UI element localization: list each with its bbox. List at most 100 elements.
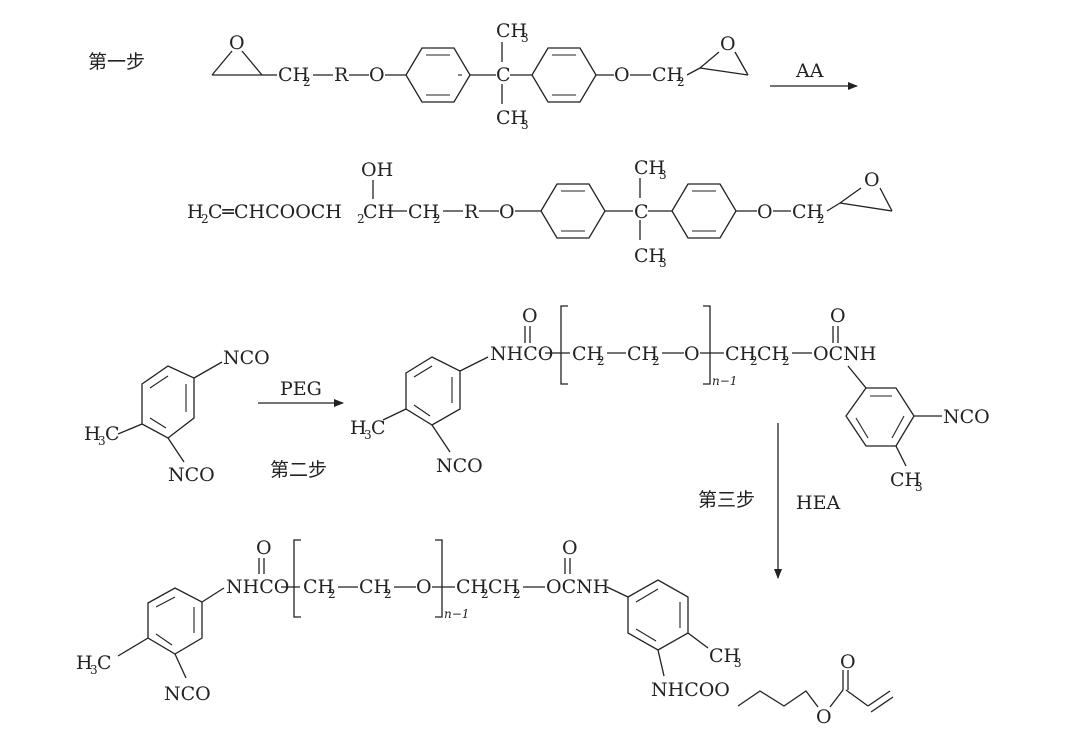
repeat-bracket-right xyxy=(703,305,711,385)
urethane-group: OCNH xyxy=(813,343,876,365)
acrylate-chain: C═CHCOOCH xyxy=(208,201,342,223)
repeat-count: n−1 xyxy=(712,374,737,388)
step2-label: 第二步 xyxy=(270,459,327,481)
svg-text:CH: CH xyxy=(652,64,683,86)
step2-reactant: NCO H 3 C NCO PEG 第二步 xyxy=(84,347,344,486)
svg-text:O: O xyxy=(840,651,856,673)
epoxide-ring: O xyxy=(839,169,893,212)
urethane-group: NHCO xyxy=(490,343,553,365)
urethane-group: NHCO xyxy=(226,576,289,598)
svg-text:3: 3 xyxy=(915,480,923,494)
svg-text:C: C xyxy=(371,417,386,439)
svg-text:CH: CH xyxy=(634,245,665,267)
svg-text:O: O xyxy=(229,32,245,54)
svg-text:2: 2 xyxy=(750,354,758,368)
svg-text:3: 3 xyxy=(521,118,529,132)
svg-text:H: H xyxy=(350,417,367,439)
r-group: R xyxy=(334,64,349,86)
final-product: H 3 C NCO NHCO O CH 2 CH 2 O n−1 CH 2 CH… xyxy=(76,537,894,728)
ch2-group: CH xyxy=(278,64,309,86)
ch3-top: CH xyxy=(496,20,527,42)
svg-text:C: C xyxy=(97,652,112,674)
svg-text:2: 2 xyxy=(481,587,489,601)
ch3-bottom: CH xyxy=(496,107,527,129)
benzene-ring xyxy=(405,47,471,103)
svg-text:CH: CH xyxy=(627,343,658,365)
svg-text:3: 3 xyxy=(659,256,667,270)
svg-text:3: 3 xyxy=(90,663,98,677)
svg-text:H: H xyxy=(84,423,101,445)
svg-text:CH: CH xyxy=(757,343,788,365)
benzene-ring xyxy=(531,47,597,103)
svg-text:NCO: NCO xyxy=(436,455,483,477)
svg-text:O: O xyxy=(757,201,773,223)
epoxide-ring: O xyxy=(699,33,749,76)
svg-text:2: 2 xyxy=(782,354,790,368)
svg-text:3: 3 xyxy=(659,168,667,182)
svg-text:CH: CH xyxy=(456,576,487,598)
step2-product: H 3 C NCO NHCO O CH 2 CH 2 O n−1 CH 2 CH… xyxy=(350,305,990,579)
benzene-ring xyxy=(845,387,915,447)
repeat-bracket-left xyxy=(560,305,568,385)
svg-text:2: 2 xyxy=(597,354,605,368)
svg-text:H: H xyxy=(187,201,204,223)
benzene-ring xyxy=(405,356,461,426)
step3-label: 第三步 xyxy=(698,489,755,511)
svg-text:2: 2 xyxy=(357,212,365,226)
svg-text:2: 2 xyxy=(328,587,336,601)
svg-text:O: O xyxy=(256,537,272,559)
svg-text:2: 2 xyxy=(677,75,685,89)
urethane-group: OCNH xyxy=(546,576,609,598)
step1-product: H 2 C═CHCOOCH 2 CH OH CH 2 R O C CH 3 CH… xyxy=(187,157,893,270)
repeat-bracket-left xyxy=(293,539,301,618)
reagent-hea: HEA xyxy=(796,492,840,514)
acrylate-tail: O O xyxy=(737,651,894,728)
benzene-ring xyxy=(540,183,606,239)
repeat-bracket-right xyxy=(435,539,443,618)
svg-text:2: 2 xyxy=(201,212,209,226)
reagent-aa: AA xyxy=(795,60,824,82)
svg-text:2: 2 xyxy=(652,354,660,368)
svg-text:H: H xyxy=(76,652,93,674)
benzene-ring xyxy=(147,587,203,655)
svg-text:CH: CH xyxy=(363,201,394,223)
urethane-group: NHCOO xyxy=(651,679,730,701)
epoxide-ring: O xyxy=(211,32,263,76)
svg-text:O: O xyxy=(416,576,432,598)
svg-text:C: C xyxy=(105,423,120,445)
svg-text:CH: CH xyxy=(890,469,921,491)
svg-text:O: O xyxy=(562,537,578,559)
svg-text:2: 2 xyxy=(817,212,825,226)
step1-label: 第一步 xyxy=(88,51,145,73)
svg-text:O: O xyxy=(864,169,880,191)
isocyanate-group: NCO xyxy=(168,464,215,486)
benzene-ring xyxy=(627,579,689,651)
svg-text:CH: CH xyxy=(303,576,334,598)
svg-text:NCO: NCO xyxy=(943,406,990,428)
benzene-ring xyxy=(141,365,195,439)
svg-text:C: C xyxy=(496,64,511,86)
svg-text:CH: CH xyxy=(408,201,439,223)
repeat-count: n−1 xyxy=(444,607,469,621)
svg-text:O: O xyxy=(369,64,385,86)
svg-text:C: C xyxy=(634,201,649,223)
hydroxyl-group: OH xyxy=(361,159,393,181)
svg-text:O: O xyxy=(614,64,630,86)
svg-text:R: R xyxy=(464,201,479,223)
svg-text:CH: CH xyxy=(572,343,603,365)
reagent-peg: PEG xyxy=(280,378,322,400)
svg-text:O: O xyxy=(684,343,700,365)
svg-text:CH: CH xyxy=(359,576,390,598)
svg-text:CH: CH xyxy=(725,343,756,365)
svg-text:O: O xyxy=(499,201,515,223)
svg-text:3: 3 xyxy=(521,31,529,45)
svg-text:CH: CH xyxy=(792,201,823,223)
svg-text:2: 2 xyxy=(384,587,392,601)
svg-text:2: 2 xyxy=(303,75,311,89)
svg-text:3: 3 xyxy=(364,428,372,442)
svg-text:3: 3 xyxy=(98,434,106,448)
svg-text:NCO: NCO xyxy=(164,683,211,705)
svg-text:CH: CH xyxy=(488,576,519,598)
svg-text:CH: CH xyxy=(709,645,740,667)
